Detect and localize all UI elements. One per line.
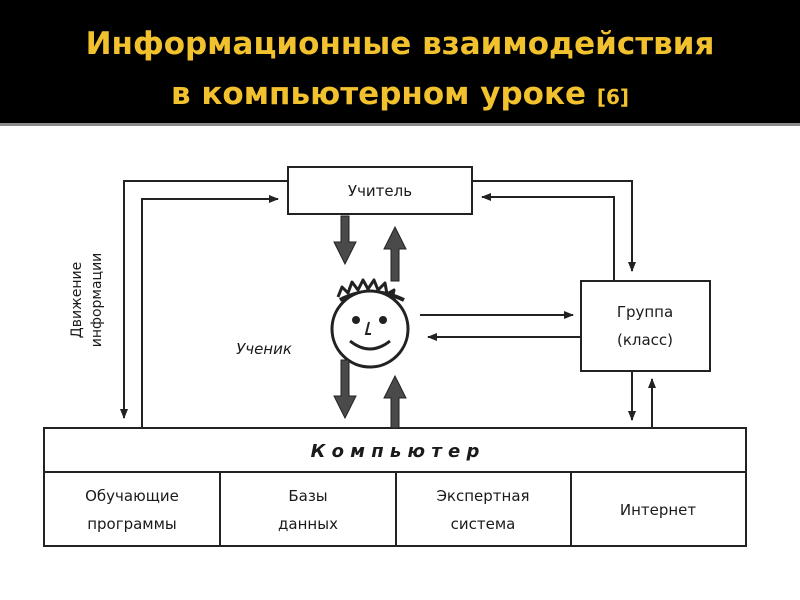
computer-block: К о м п ь ю т е р Обучающие программы Ба… [43,427,747,547]
component-training-programs-line2: программы [87,515,177,533]
arrow-up-student-to-teacher [383,225,407,282]
right-flow-arrows [472,180,636,281]
component-expert-system-line1: Экспертная [436,487,529,505]
slide-title-line1: Информационные взаимодействия [85,26,715,62]
group-computer-arrows [628,371,656,428]
side-label: Движение информации [69,253,105,348]
student-group-arrows [420,311,581,341]
title-banner: Информационные взаимодействия в компьюте… [0,0,800,126]
slide-title-line2: в компьютерном уроке [6] [0,74,800,117]
arrow-up-computer-to-student [383,374,407,429]
computer-label: К о м п ь ю т е р [311,441,480,462]
component-expert-system-line2: система [451,515,516,533]
teacher-student-arrows [333,215,407,282]
group-label-line1: Группа [617,303,673,321]
group-label-line2: (класс) [617,331,673,349]
component-databases-line2: данных [278,515,338,533]
side-label-line2: информации [89,253,105,348]
student-computer-arrows [333,359,407,429]
component-internet: Интернет [620,501,697,519]
left-flow-arrows [120,180,288,428]
component-training-programs-line1: Обучающие [85,487,179,505]
side-label-line1: Движение [69,262,85,338]
component-databases-line1: Базы [288,487,327,505]
teacher-label: Учитель [348,182,412,200]
arrow-down-teacher-to-student [333,215,357,266]
student-face-icon [330,278,410,369]
teacher-box: Учитель [287,166,473,215]
student-label: Ученик [236,340,292,358]
group-box: Группа (класс) [580,280,711,372]
reference-marker: [6] [596,85,630,109]
arrow-down-student-to-computer [333,359,357,420]
slide-title-line2-text: в компьютерном уроке [170,76,587,112]
